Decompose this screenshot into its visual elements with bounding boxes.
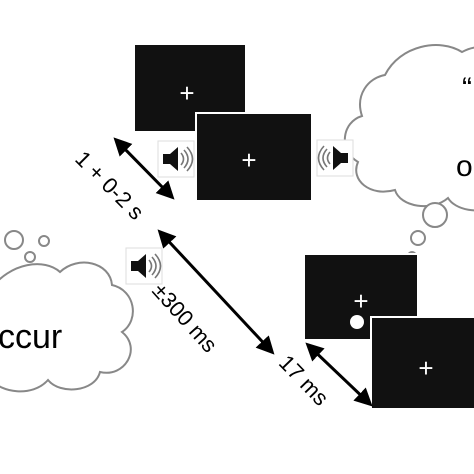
right-thought-cloud [343, 44, 474, 261]
left-thought-cloud [0, 230, 134, 393]
speaker-icon [157, 140, 195, 178]
flash-arrow [305, 342, 373, 407]
right-cloud-text: o [456, 150, 473, 183]
fixation-cross: + [241, 145, 257, 175]
fixation-screen-3: + [370, 316, 474, 410]
soa-arrow [113, 137, 175, 200]
speaker-icon [316, 139, 354, 177]
fixation-cross: + [353, 286, 369, 316]
jitter-arrow [157, 229, 275, 355]
speaker-icon [125, 247, 163, 285]
right-cloud-quote: “ [462, 72, 472, 105]
target-dot [350, 315, 364, 329]
left-cloud-text: ccur [0, 318, 63, 356]
fixation-cross: + [418, 353, 434, 383]
fixation-cross: + [179, 78, 195, 108]
fixation-screen-2: + [195, 112, 313, 202]
